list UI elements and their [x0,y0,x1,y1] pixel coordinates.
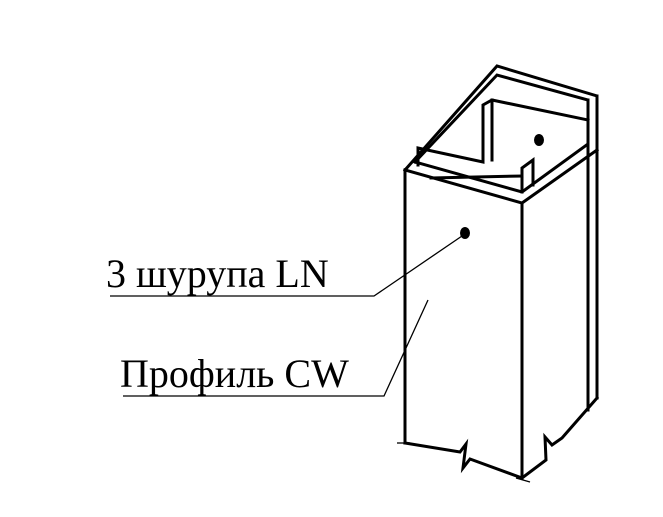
inner-lip-left [416,98,590,167]
side-top-edge [519,147,600,206]
profile-body [397,64,600,483]
screw-dot-back [534,134,544,146]
profile-leader-line [123,299,429,397]
screw-dot-front [460,227,470,239]
inner-lip-right [520,157,535,194]
tick-right [515,477,531,483]
screw-callout-label: 3 шурупа LN [106,251,329,296]
screw-leader-line [110,235,463,297]
profile-callout-label: Профиль CW [120,351,349,396]
front-top-edge [403,168,524,205]
inner-top-rim [412,73,590,194]
bottom-break-front [403,438,524,480]
inner-lip-front [429,174,524,180]
back-top-rim [402,64,599,173]
bottom-break-side [519,395,600,481]
